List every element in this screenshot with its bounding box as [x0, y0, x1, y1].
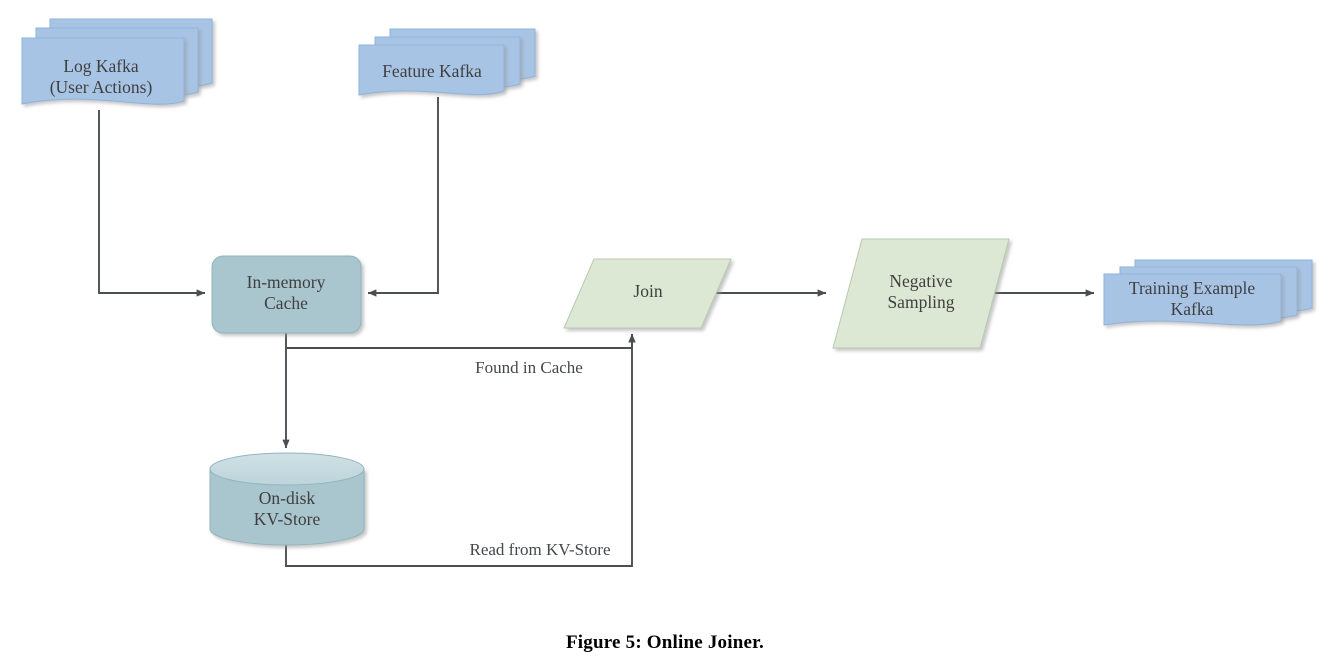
edge-feature-to-cache [367, 97, 439, 297]
node-training-example-kafka[interactable]: Training Example Kafka [1103, 259, 1313, 326]
negative-sampling-label-line2: Sampling [887, 292, 954, 312]
kv-store-label-line2: KV-Store [254, 509, 321, 529]
edge-label-read-from-kv-store: Read from KV-Store [469, 540, 610, 559]
feature-kafka-sheet-front [358, 44, 505, 96]
negative-sampling-label-line1: Negative [889, 271, 952, 291]
join-shape [563, 258, 732, 329]
edge-cache-to-join [286, 333, 636, 349]
log-kafka-sheet-front [21, 37, 185, 105]
join-label: Join [633, 281, 662, 301]
kv-store-cylinder-top [209, 452, 365, 486]
in-memory-cache-shape [211, 255, 362, 334]
node-feature-kafka[interactable]: Feature Kafka [358, 28, 536, 96]
figure-caption: Figure 5: Online Joiner. [566, 632, 764, 653]
training-kafka-label-line2: Kafka [1171, 299, 1214, 319]
node-in-memory-cache[interactable]: In-memory Cache [211, 255, 362, 334]
edge-label-found-in-cache: Found in Cache [475, 358, 583, 377]
feature-kafka-label: Feature Kafka [382, 61, 482, 81]
kv-store-label-line1: On-disk [259, 488, 316, 508]
edge-log-to-cache [98, 110, 206, 297]
log-kafka-label-line2: (User Actions) [50, 77, 153, 97]
edge-kv-to-join [285, 333, 636, 567]
negative-sampling-shape [832, 238, 1010, 349]
node-join[interactable]: Join [563, 258, 732, 329]
log-kafka-label-line1: Log Kafka [63, 56, 139, 76]
edge-labels-layer: Found in Cache Read from KV-Store [469, 358, 610, 559]
training-kafka-label-line1: Training Example [1129, 278, 1255, 298]
node-log-kafka[interactable]: Log Kafka (User Actions) [21, 18, 213, 105]
node-negative-sampling[interactable]: Negative Sampling [832, 238, 1010, 349]
in-memory-cache-label-line2: Cache [264, 293, 308, 313]
kv-store-cylinder-body [209, 468, 365, 546]
training-kafka-sheet-front [1103, 273, 1282, 326]
node-on-disk-kv-store[interactable]: On-disk KV-Store [209, 452, 365, 546]
edges-layer [98, 97, 1095, 567]
in-memory-cache-label-line1: In-memory [247, 272, 326, 292]
